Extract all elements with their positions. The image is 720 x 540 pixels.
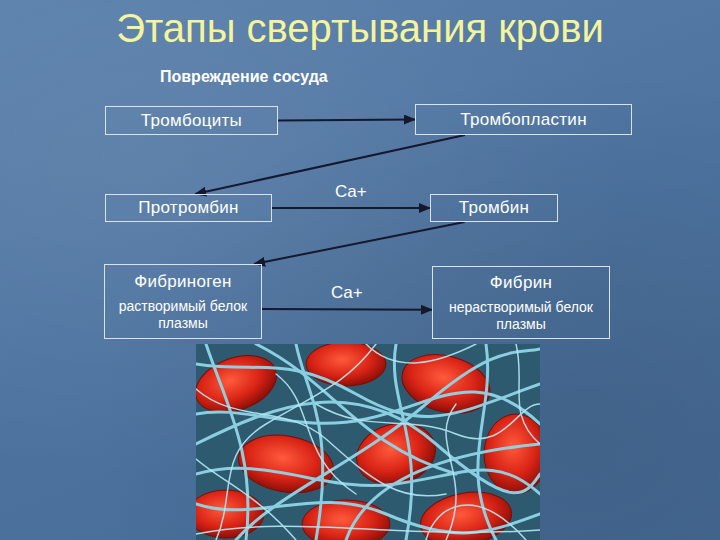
edge-label: Ca+	[331, 283, 363, 303]
node-heading: Тромбоциты	[141, 111, 242, 131]
node-heading: Тромбопластин	[460, 110, 587, 130]
flow-arrow	[254, 222, 464, 264]
process-box: Тромбин	[430, 194, 558, 222]
process-box: Фибрин нерастворимый белок плазмы	[432, 266, 610, 339]
node-heading: Тромбин	[459, 198, 530, 218]
process-box: Тромбопластин	[415, 104, 632, 135]
process-box: Фибриноген растворимый белок плазмы	[104, 264, 262, 339]
node-heading: Фибриноген	[134, 272, 232, 292]
node-note: нерастворимый белок плазмы	[441, 299, 601, 333]
node-heading: Протромбин	[138, 198, 239, 218]
edge-label: Ca+	[335, 182, 367, 202]
process-box: Протромбин	[105, 194, 272, 222]
flow-arrow	[272, 207, 430, 209]
process-box: Тромбоциты	[105, 106, 278, 135]
node-note: растворимый белок плазмы	[113, 298, 253, 332]
flow-arrow	[195, 135, 465, 194]
flow-arrow	[278, 120, 415, 121]
fibrin-clot-image	[196, 344, 540, 540]
diagram-title: Этапы свертывания крови	[0, 6, 720, 51]
node-heading: Фибрин	[490, 273, 552, 293]
flow-arrow	[262, 308, 432, 311]
heading-label: Повреждение сосуда	[160, 68, 328, 86]
